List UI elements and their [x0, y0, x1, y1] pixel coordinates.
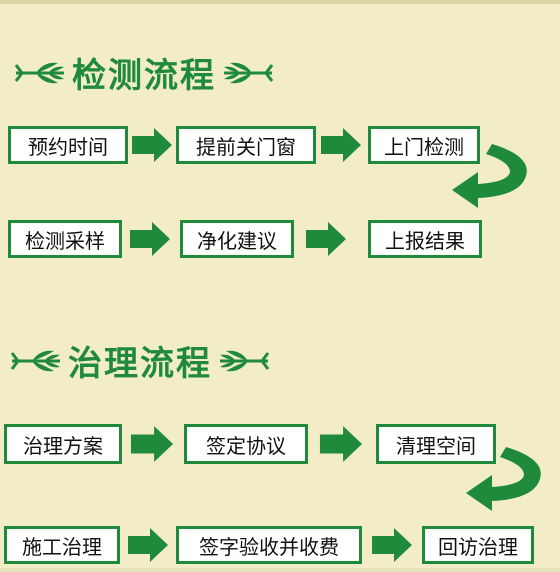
section-title-text: 治理流程: [68, 344, 212, 384]
step-box: 提前关门窗: [176, 126, 316, 164]
step-box: 清理空间: [376, 424, 496, 464]
right-arrow-icon: [306, 222, 346, 256]
right-arrow-icon: [130, 426, 174, 462]
curved-return-arrow-icon: [466, 447, 541, 511]
right-arrow-icon: [321, 128, 361, 162]
top-divider: [0, 0, 560, 4]
step-box: 施工治理: [4, 526, 120, 564]
step-box: 回访治理: [422, 526, 534, 564]
right-arrow-icon: [132, 128, 172, 162]
step-box: 上报结果: [368, 220, 482, 258]
right-arrow-icon: [372, 528, 412, 562]
step-box: 签定协议: [184, 424, 308, 464]
leaf-ornament-icon: [14, 62, 64, 83]
step-box: 净化建议: [180, 220, 294, 258]
leaf-ornament-icon: [224, 62, 274, 83]
step-box: 签字验收并收费: [176, 526, 362, 564]
leaf-ornament-icon: [10, 350, 60, 371]
curved-return-arrow-icon: [452, 144, 527, 208]
section-title-text: 检测流程: [72, 56, 216, 96]
right-arrow-icon: [130, 222, 170, 256]
step-box: 检测采样: [8, 220, 122, 258]
step-box: 预约时间: [8, 126, 128, 164]
step-box: 治理方案: [4, 424, 122, 464]
bottom-divider: [0, 568, 560, 572]
section-title-inspection: 检测流程: [8, 48, 280, 97]
leaf-ornament-icon: [220, 350, 270, 371]
right-arrow-icon: [319, 426, 363, 462]
right-arrow-icon: [128, 528, 168, 562]
step-box: 上门检测: [368, 126, 480, 164]
section-title-treatment: 治理流程: [4, 336, 276, 385]
